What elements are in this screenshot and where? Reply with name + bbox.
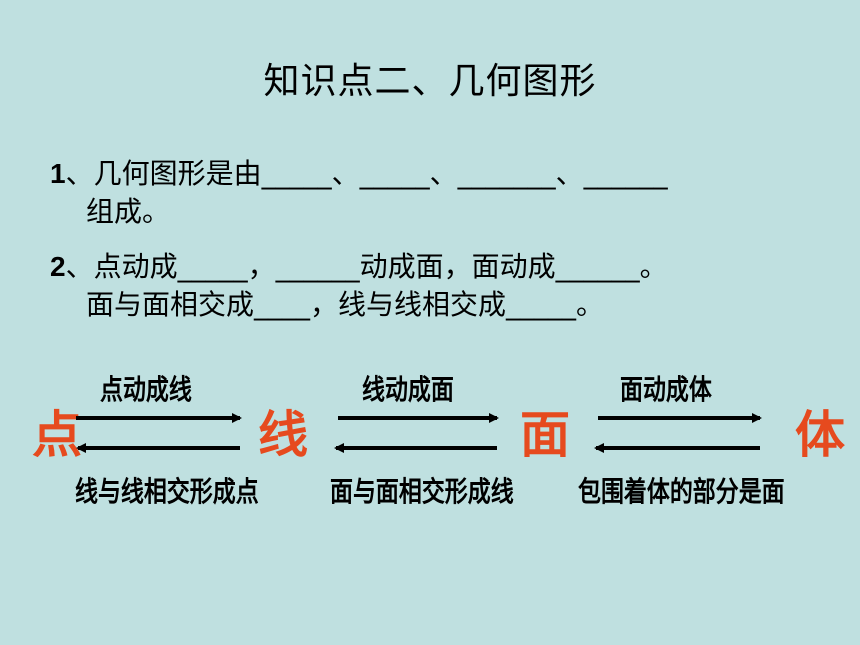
- label-line-to-point: 线与线相交形成点: [75, 475, 259, 508]
- label-face-to-line: 面与面相交形成线: [330, 475, 514, 508]
- question-1-line1: 、几何图形是由_____、_____、_______、______: [65, 157, 668, 190]
- label-line-to-face: 线动成面: [362, 373, 454, 406]
- label-body-to-face: 包围着体的部分是面: [578, 475, 785, 508]
- question-2: 2、点动成_____，______动成面，面动成______。 面与面相交成__…: [50, 248, 668, 324]
- question-2-number: 2: [50, 251, 66, 282]
- question-2-line1: 、点动成_____，______动成面，面动成______。: [65, 250, 668, 283]
- label-body: 体: [795, 406, 845, 464]
- label-line: 线: [258, 406, 308, 464]
- question-1-line2: 组成。: [86, 195, 171, 228]
- page-title: 知识点二、几何图形: [263, 61, 597, 102]
- label-face-to-body: 面动成体: [620, 373, 712, 406]
- question-1-number: 1: [50, 158, 66, 189]
- label-point-to-line: 点动成线: [100, 373, 192, 406]
- label-face: 面: [520, 406, 570, 464]
- question-1: 1、几何图形是由_____、_____、_______、______ 组成。: [50, 155, 668, 231]
- label-point: 点: [32, 406, 82, 464]
- question-2-line2: 面与面相交成____，线与线相交成_____。: [86, 288, 605, 321]
